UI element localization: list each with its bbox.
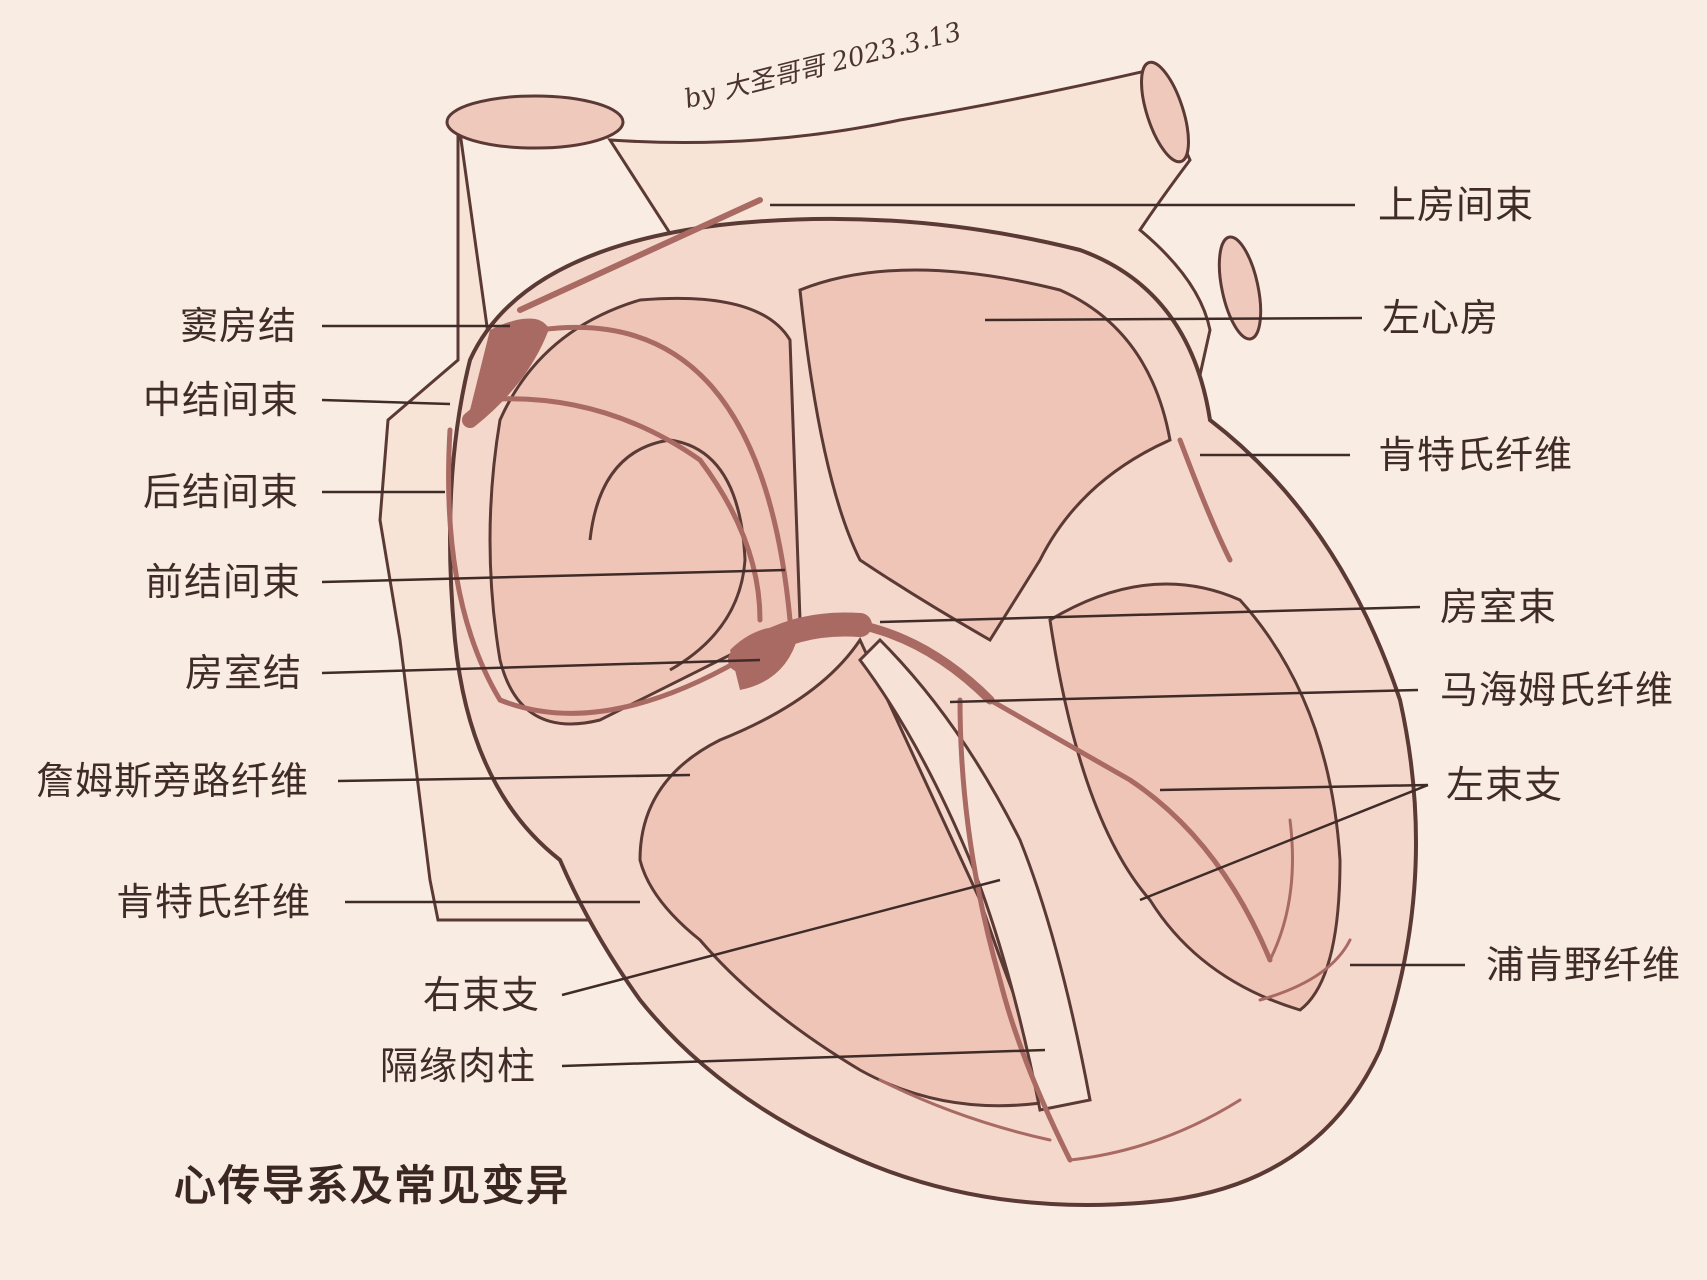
label-kente-lower: 肯特氏纤维 [116,880,312,924]
right-bundle-branch [957,697,1073,1163]
label-shangfangjianshu: 上房间束 [1378,183,1535,227]
left-atrium [798,268,1172,643]
his-bundle [855,620,995,705]
left-ventricle [1048,582,1342,1012]
left-bundle-branch [987,697,1273,963]
kent-fiber-left [1177,437,1233,563]
label-mahaimu: 马海姆氏纤维 [1440,668,1675,712]
label-zhanmusi: 詹姆斯旁路纤维 [36,759,310,803]
bachmann-bundle [517,197,763,313]
label-houjiejianshu: 后结间束 [143,470,300,514]
label-zhongjiejianshu: 中结间束 [143,378,300,422]
purkinje-3 [1068,1098,1242,1162]
anterior-internodal [537,324,793,623]
label-fangshishu: 房室束 [1440,585,1558,629]
label-qianjiejianshu: 前结间束 [145,560,302,604]
label-youshuzhi: 右束支 [423,973,541,1017]
purkinje-4 [878,1078,1052,1142]
vessel-opening-2 [1217,235,1263,341]
av-node-body [730,626,800,690]
leader-lines [321,203,1465,1068]
label-zuoxinfang: 左心房 [1382,296,1500,340]
diagram-title: 心传导系及常见变异 [174,1161,571,1210]
label-pukenye: 浦肯野纤维 [1486,943,1682,987]
interventricular-septum [858,637,1092,1112]
middle-internodal [477,396,763,623]
label-zuoshuzhi: 左束支 [1446,763,1564,807]
sa-node-body [470,318,545,410]
label-geyuanrouzhu: 隔缘肉柱 [380,1044,537,1088]
purkinje-2 [1258,938,1352,1002]
posterior-internodal [446,427,743,716]
label-fangshijie: 房室结 [185,651,303,695]
label-kente-upper: 肯特氏纤维 [1378,433,1574,477]
svc-opening [445,94,625,150]
label-doufangjie: 窦房结 [180,304,298,348]
fossa-outline [588,438,747,672]
vessel-opening-1 [1140,60,1190,164]
